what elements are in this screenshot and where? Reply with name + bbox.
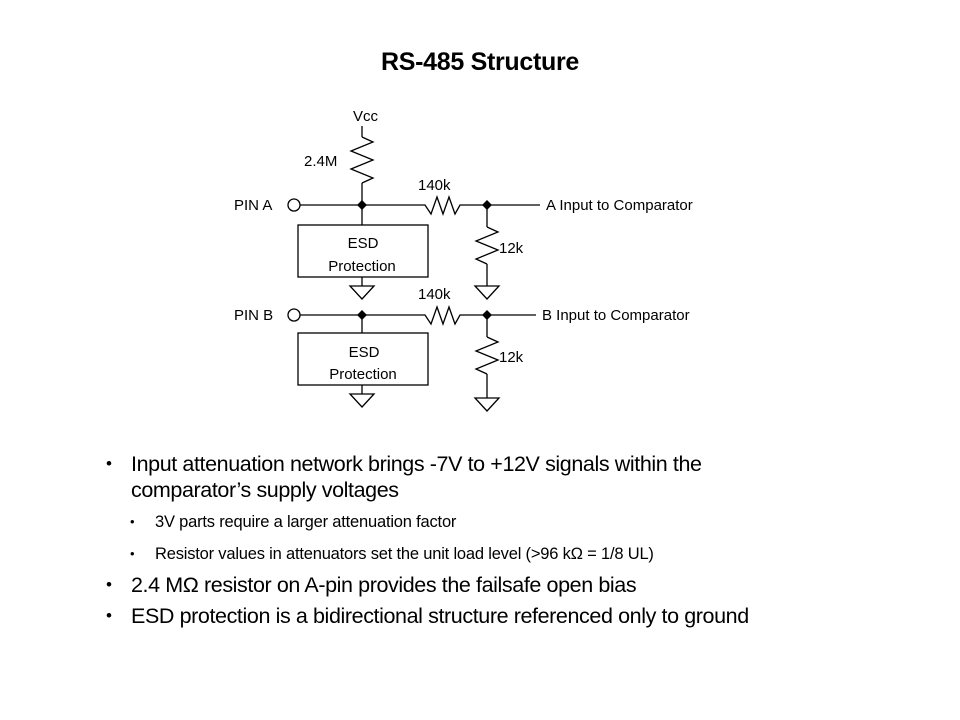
pullup-resistor — [349, 136, 375, 184]
shunt-resistor-a — [474, 226, 500, 265]
bullet-icon: • — [130, 546, 135, 561]
series-resistor-a — [420, 195, 487, 216]
shunt-resistor-b-label: 12k — [499, 349, 524, 366]
series-resistor-a-label: 140k — [418, 177, 451, 194]
esd-b-ground-icon — [348, 393, 376, 408]
bullet-icon: • — [130, 514, 135, 529]
output-b-label: B Input to Comparator — [542, 307, 690, 324]
series-resistor-b-label: 140k — [418, 286, 451, 303]
bullet-item-esd: • ESD protection is a bidirectional stru… — [106, 603, 749, 629]
bullet-icon: • — [106, 575, 112, 594]
pin-a-terminal — [287, 198, 301, 212]
vcc-label: Vcc — [353, 108, 379, 125]
bullet-text: ESD protection is a bidirectional struct… — [131, 604, 749, 628]
pullup-resistor-label: 2.4M — [304, 153, 337, 170]
bullet-text-line: comparator’s supply voltages — [131, 478, 399, 502]
bullet-icon: • — [106, 606, 112, 625]
bullet-icon: • — [106, 454, 112, 473]
sub-bullet-item-3v-parts: • 3V parts require a larger attenuation … — [130, 512, 457, 532]
bullet-text: 2.4 MΩ resistor on A-pin provides the fa… — [131, 573, 637, 597]
bullet-text-line: Input attenuation network brings -7V to … — [131, 452, 702, 476]
pin-b-terminal — [287, 308, 301, 322]
bullet-item-failsafe: • 2.4 MΩ resistor on A-pin provides the … — [106, 572, 637, 598]
pin-a-label: PIN A — [234, 197, 272, 214]
bullet-text: 3V parts require a larger attenuation fa… — [155, 513, 457, 531]
output-a-label: A Input to Comparator — [546, 197, 693, 214]
esd-a-line2: Protection — [328, 258, 396, 275]
esd-b-line1: ESD — [349, 344, 380, 361]
rs485-schematic: Vcc 2.4M PIN A 140k A Input to Comparato… — [234, 108, 693, 412]
sub-bullet-item-resistor-values: • Resistor values in attenuators set the… — [130, 544, 654, 564]
esd-a-line1: ESD — [348, 235, 379, 252]
esd-a-ground-icon — [348, 285, 376, 300]
esd-b-box — [297, 332, 429, 386]
slide-title: RS-485 Structure — [380, 48, 580, 76]
shunt-resistor-a-label: 12k — [499, 240, 524, 257]
series-resistor-b — [420, 305, 487, 326]
bullet-text: Resistor values in attenuators set the u… — [155, 545, 654, 563]
shunt-resistor-b — [474, 336, 500, 375]
shunt-a-ground-icon — [473, 285, 501, 300]
esd-b-line2: Protection — [329, 366, 397, 383]
esd-a-box — [297, 224, 429, 278]
pin-b-label: PIN B — [234, 307, 273, 324]
bullet-item-attenuation: • Input attenuation network brings -7V t… — [106, 451, 702, 503]
shunt-b-ground-icon — [473, 397, 501, 412]
